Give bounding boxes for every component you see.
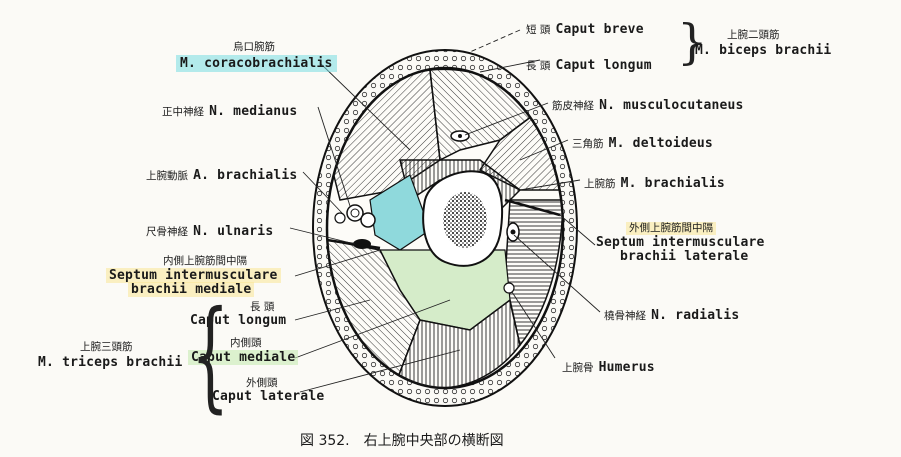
label-ulnaris: N. ulnaris <box>193 224 274 239</box>
label-sept-lat-1: Septum intermusculare <box>596 235 765 250</box>
label-caput-longum: Caput longum <box>555 58 652 73</box>
label-triceps-jp: 上腕三頭筋 <box>80 341 133 353</box>
biceps-brace: } <box>677 14 708 70</box>
label-caput-breve: Caput breve <box>555 22 644 37</box>
label-biceps: M. biceps brachii <box>695 43 832 58</box>
neurovascular-bundle <box>334 130 520 294</box>
label-sept-lat-2: brachii laterale <box>620 249 749 264</box>
label-medianus-jp: 正中神経 <box>162 106 204 118</box>
label-tri-long-jp: 長 頭 <box>250 301 275 313</box>
label-medianus: N. medianus <box>209 104 298 119</box>
coracobrachialis-region <box>369 174 431 251</box>
label-radialis-jp: 橈骨神経 <box>604 310 646 322</box>
label-sept-med-jp: 内側上腕筋間中隔 <box>163 255 247 267</box>
label-sept-lat-jp: 外側上腕筋間中隔 <box>626 222 716 235</box>
label-biceps-jp: 上腕二頭筋 <box>727 29 780 41</box>
label-brachialis-a-jp: 上腕動脈 <box>146 170 188 182</box>
humerus-bone <box>422 170 504 267</box>
label-sept-med-1: Septum intermusculare <box>106 268 281 283</box>
figure-caption: 図 352. 右上腕中央部の横断図 <box>300 433 504 449</box>
label-humerus: Humerus <box>598 360 655 375</box>
label-tri-lat-jp: 外側頭 <box>246 377 278 389</box>
label-sept-med-2: brachii mediale <box>128 282 255 297</box>
label-humerus-jp: 上腕骨 <box>562 362 594 374</box>
label-ulnaris-jp: 尺骨神経 <box>146 226 188 238</box>
leader-lines <box>289 29 601 393</box>
label-brachialis-m: M. brachialis <box>620 176 725 191</box>
triceps-brace: } <box>191 286 230 425</box>
label-tri-long: Caput longum <box>190 313 287 328</box>
label-musculocut-jp: 筋皮神経 <box>552 100 594 112</box>
label-musculocut: N. musculocutaneus <box>599 98 744 113</box>
label-brachialis-m-jp: 上腕筋 <box>584 178 616 190</box>
label-coraco: M. coracobrachialis <box>176 55 337 72</box>
label-caput-longum-jp: 長 頭 <box>526 60 551 72</box>
label-tri-med: Caput mediale <box>188 350 299 365</box>
label-deltoid: M. deltoideus <box>608 136 713 151</box>
label-coraco-jp: 烏口腕筋 <box>233 41 275 53</box>
label-triceps: M. triceps brachii <box>38 355 183 370</box>
label-brachialis-a: A. brachialis <box>193 168 298 183</box>
label-tri-lat: Caput laterale <box>212 389 325 404</box>
label-caput-breve-jp: 短 頭 <box>526 24 551 36</box>
label-tri-med-jp: 内側頭 <box>230 337 262 349</box>
label-radialis: N. radialis <box>651 308 740 323</box>
label-deltoid-jp: 三角筋 <box>572 138 604 150</box>
